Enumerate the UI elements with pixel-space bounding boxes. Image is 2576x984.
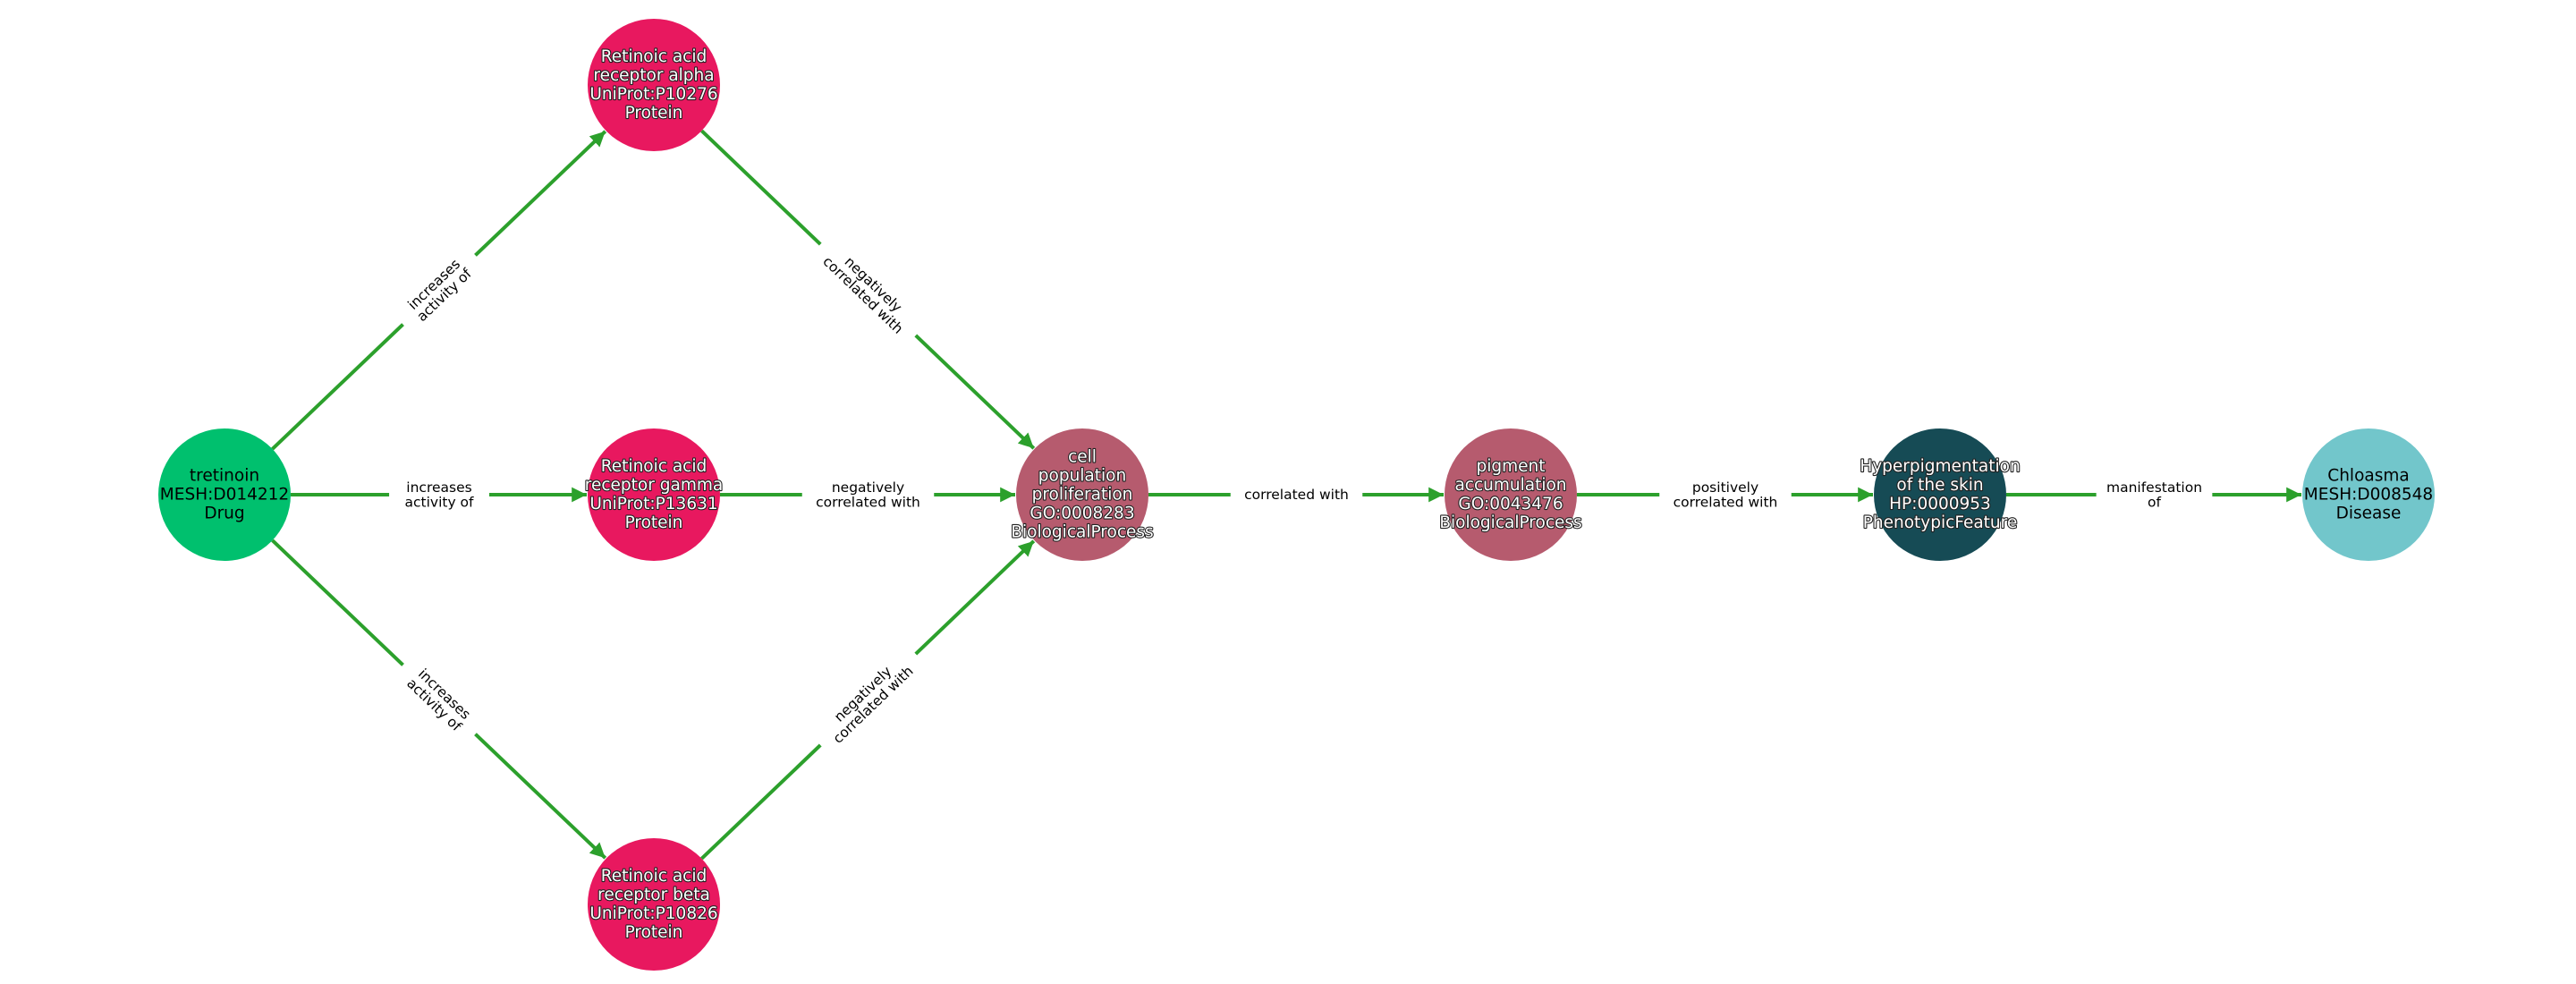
node-label-line: HP:0000953	[1889, 495, 1991, 513]
node-label-line: MESH:D008548	[2304, 486, 2433, 505]
node-label-line: BiologicalProcess	[1439, 513, 1581, 532]
edge-label-background	[808, 231, 928, 349]
edge-label-line: increases	[406, 479, 471, 496]
node-label-line: Drug	[204, 505, 244, 523]
node-cell-population-proliferation[interactable]: cellpopulationproliferationGO:0008283Bio…	[1010, 428, 1155, 561]
edge-label-background	[801, 477, 935, 513]
node-label-line: receptor alpha	[593, 66, 714, 85]
node-circle[interactable]	[158, 428, 291, 561]
edge-label-background	[808, 640, 928, 759]
node-circle[interactable]	[588, 838, 720, 971]
node-circle[interactable]	[1874, 428, 2006, 561]
edge-label-line: correlated with	[1244, 487, 1349, 503]
edge-label-background	[2096, 477, 2213, 513]
node-label-line: PhenotypicFeature	[1863, 513, 2017, 532]
edge-label-background	[391, 242, 487, 337]
node-label-line: Protein	[625, 923, 683, 942]
node-circle[interactable]	[588, 19, 720, 151]
edge-label-background	[1230, 484, 1363, 505]
node-label-line: receptor gamma	[585, 476, 723, 495]
node-label-line: UniProt:P10826	[589, 904, 717, 923]
node-label-line: Hyperpigmentation	[1860, 457, 2020, 476]
node-label-line: GO:0043476	[1458, 495, 1563, 513]
node-label-line: Retinoic acid	[601, 47, 707, 66]
node-label-line: UniProt:P13631	[589, 495, 717, 513]
edge-label-line: positively	[1692, 479, 1758, 496]
node-label-line: receptor beta	[597, 886, 710, 904]
node-label-line: Retinoic acid	[601, 457, 707, 476]
edge-label-line: negatively	[832, 479, 904, 496]
node-label-line: cell	[1068, 448, 1097, 467]
node-label-line: Protein	[625, 513, 683, 532]
node-label-line: GO:0008283	[1030, 505, 1134, 523]
node-label-line: Disease	[2336, 505, 2402, 523]
edge-label-background	[1659, 477, 1792, 513]
node-label-line: MESH:D014212	[160, 486, 289, 505]
edge-label-line: correlated with	[1674, 494, 1778, 510]
edge-label-line: of	[2148, 494, 2161, 510]
node-circle[interactable]	[588, 428, 720, 561]
node-label-line: BiologicalProcess	[1011, 523, 1153, 542]
node-label-line: of the skin	[1896, 476, 1983, 495]
node-label-line: UniProt:P10276	[589, 85, 717, 104]
edge-label-line: activity of	[404, 494, 474, 510]
edge-label-line: manifestation	[2106, 479, 2202, 496]
node-label-line: accumulation	[1454, 476, 1566, 495]
edge-label-background	[389, 477, 489, 513]
node-label-line: tretinoin	[190, 467, 259, 486]
node-label-line: Retinoic acid	[601, 867, 707, 886]
node-label-line: pigment	[1476, 457, 1545, 476]
node-label-line: population	[1038, 467, 1126, 486]
edge-label-background	[391, 652, 487, 747]
node-circle[interactable]	[1445, 428, 1577, 561]
node-circle[interactable]	[1016, 428, 1148, 561]
node-circle[interactable]	[2302, 428, 2435, 561]
node-label-line: Protein	[625, 104, 683, 123]
edge-label-line: correlated with	[816, 494, 920, 510]
node-label-line: Chloasma	[2327, 467, 2409, 486]
node-pigment-accumulation[interactable]: pigmentaccumulationGO:0043476BiologicalP…	[1438, 428, 1583, 561]
edge-label-6: correlated with	[1230, 484, 1363, 505]
node-label-line: proliferation	[1032, 486, 1133, 505]
